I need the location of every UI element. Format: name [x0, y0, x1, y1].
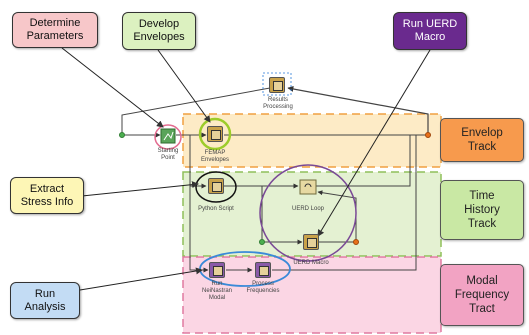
arrow-determine-parameters [61, 47, 164, 128]
process-frequencies-icon[interactable] [255, 262, 271, 278]
process-frequencies-label: Process Frequencies [246, 281, 280, 294]
time-history-track-label: Time History Track [440, 180, 524, 240]
starting-point-highlight [154, 124, 182, 150]
loop-glyph [304, 183, 312, 188]
femap-envelopes-icon[interactable] [207, 126, 223, 142]
arrow-run-analysis [79, 267, 203, 291]
uerd-loop-label: UERD Loop [291, 206, 324, 212]
arrow-extract-stress-info [81, 181, 199, 197]
arrow-run-uerd-macro [317, 49, 431, 237]
python-script-label: Python Script [198, 206, 234, 212]
run-nei-nastran-icon[interactable] [209, 262, 225, 278]
determine-parameters-callout: Determine Parameters [12, 12, 98, 48]
flow-line-top-loop [121, 87, 271, 134]
starting-point-label: Starting Point [157, 148, 179, 161]
python-script-icon[interactable] [208, 178, 224, 194]
flow-line-results-return [287, 86, 429, 134]
envelop-track-label: Envelop Track [440, 118, 524, 162]
run-nei-nastran-label: Run NeiNastran Modal [201, 281, 232, 301]
femap-envelopes-label: FEMAP Envelopes [200, 150, 230, 163]
run-analysis-callout: Run Analysis [10, 282, 80, 319]
femap-highlight [198, 117, 232, 151]
uerd-loop-icon [299, 179, 317, 195]
results-processing-icon[interactable] [269, 77, 285, 93]
results-processing-label: Results Processing [263, 97, 293, 110]
results-processing-selection [262, 72, 292, 96]
extract-stress-info-callout: Extract Stress Info [10, 177, 84, 214]
flow-line-modal-exit [272, 135, 417, 271]
junction-loop-right [353, 239, 359, 245]
uerd-loop-highlight [259, 164, 357, 262]
uerd-macro-icon[interactable] [303, 234, 319, 250]
junction-loop-left [259, 239, 265, 245]
uerd-macro-label: UERD Macro [293, 260, 329, 266]
starting-point-icon [160, 128, 176, 144]
starting-point-glyph [163, 131, 174, 141]
develop-envelopes-callout: Develop Envelopes [122, 12, 196, 50]
run-uerd-macro-callout: Run UERD Macro [393, 12, 467, 50]
junction-start [119, 132, 125, 138]
junction-end [425, 132, 431, 138]
arrow-develop-envelopes [157, 49, 211, 123]
modal-frequency-track-label: Modal Frequency Tract [440, 264, 524, 326]
